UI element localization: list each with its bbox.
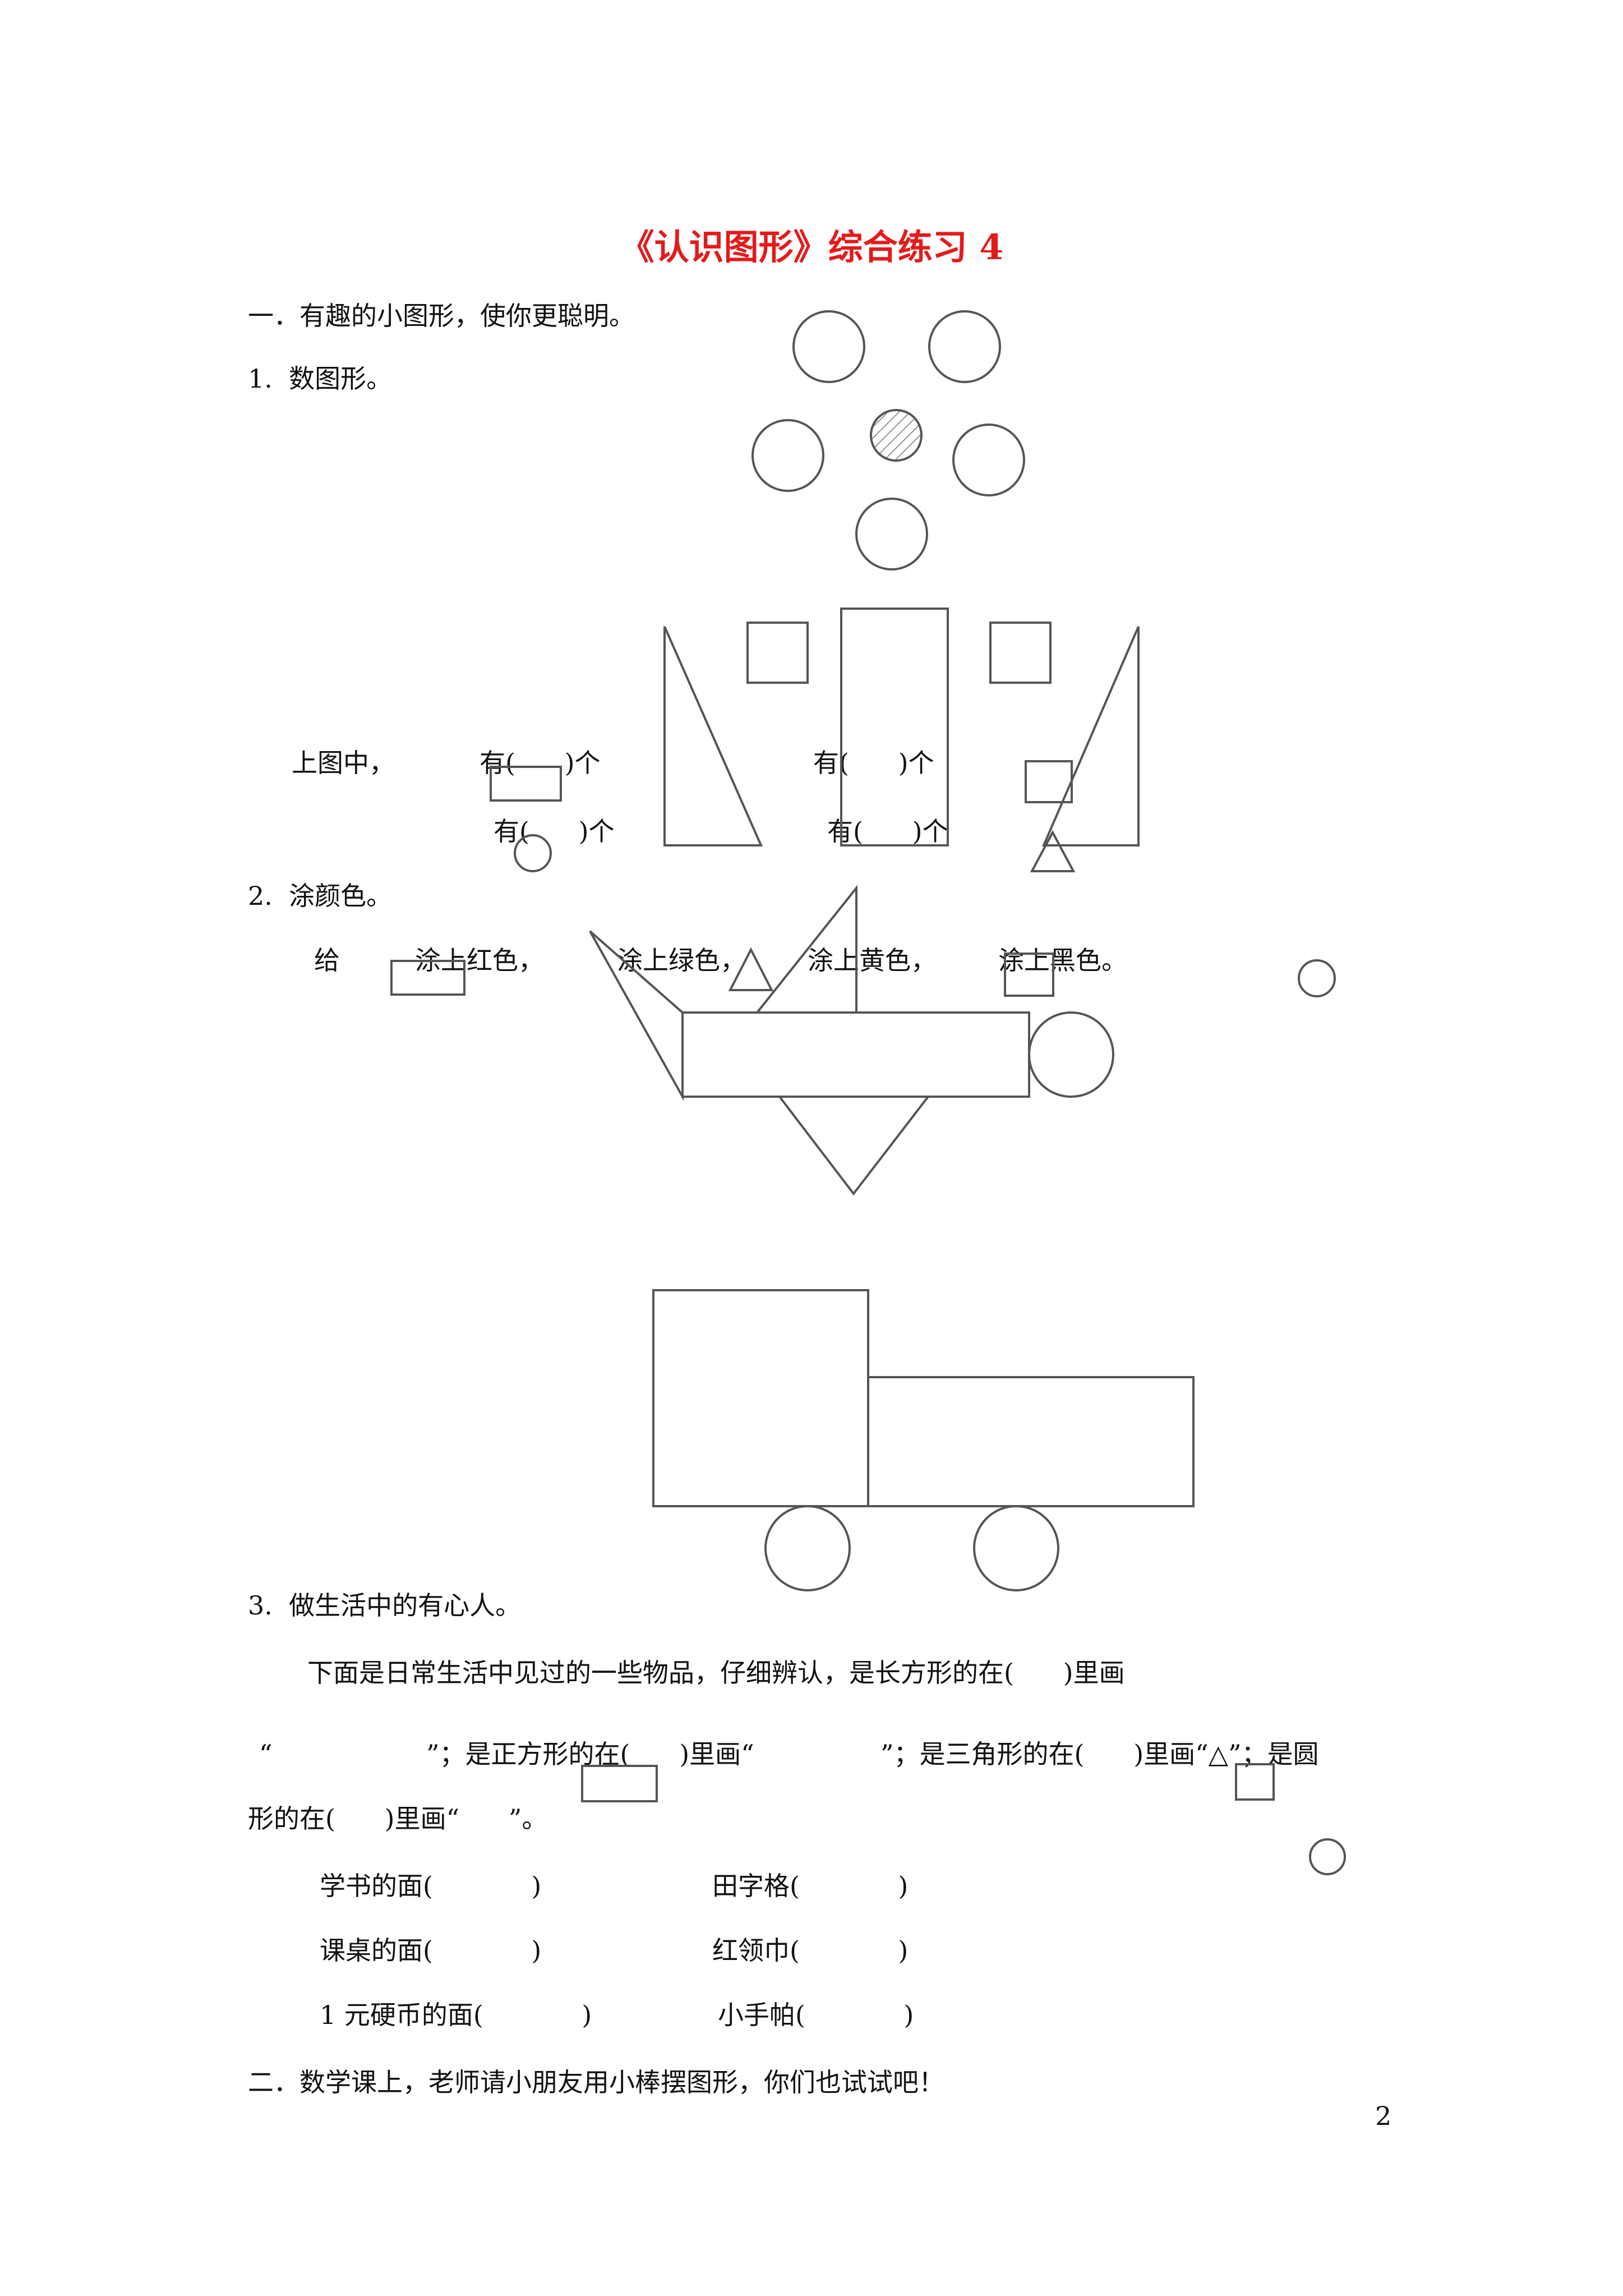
q2-square-icon <box>1005 954 1053 996</box>
q3-item-scarf: 红领巾( ) <box>712 1935 909 1966</box>
figure-triangle-right <box>1044 627 1138 845</box>
flower-circle-left <box>753 420 823 491</box>
q2-green: 涂上绿色， <box>617 945 746 976</box>
truck-cab-square <box>653 1290 868 1506</box>
plane-nose-circle <box>1029 1013 1113 1097</box>
truck-cargo-rectangle <box>868 1377 1193 1506</box>
q1-count-circle: 有( )个 <box>494 816 615 846</box>
q3-line2-a: “ <box>259 1739 273 1769</box>
legend-triangle-icon <box>1032 832 1073 871</box>
q2-yellow: 涂上黄色， <box>808 945 937 976</box>
q2-give: 给 <box>314 945 340 976</box>
page-title: 《认识图形》综合练习 4 <box>619 227 1004 268</box>
q3-item-grid: 田字格( ) <box>712 1871 909 1901</box>
q3-item-book: 学书的面( ) <box>320 1871 542 1901</box>
plane-wing-triangle <box>757 888 856 1013</box>
flower-circle-top-right <box>929 311 1000 382</box>
q1-count-triangle: 有( )个 <box>827 816 948 846</box>
truck-wheel-right <box>974 1506 1058 1590</box>
q2-triangle-icon <box>730 950 772 990</box>
flower-circle-center-hatched <box>871 410 921 461</box>
q2-label: 2. 涂颜色。 <box>248 881 393 911</box>
q1-count-rect: 有( )个 <box>479 748 601 778</box>
q3-rectangle-icon <box>582 1766 657 1801</box>
q3-intro: 下面是日常生活中见过的一些物品，仔细辨认，是长方形的在( )里画 <box>307 1658 1125 1688</box>
flower-circle-top-left <box>794 311 864 382</box>
legend-square-icon <box>1026 761 1072 802</box>
q2-rectangle-icon <box>391 961 464 995</box>
section1-heading: 一．有趣的小图形，使你更聪明。 <box>248 301 635 331</box>
figure-triangle-left <box>665 627 761 845</box>
q3-label: 3. 做生活中的有心人。 <box>248 1590 522 1621</box>
truck-wheel-left <box>766 1506 850 1590</box>
figure-square-right <box>990 623 1050 683</box>
section2-heading: 二．数学课上，老师请小朋友用小棒摆图形，你们也试试吧！ <box>248 2067 944 2097</box>
q2-circle-icon <box>1299 960 1335 996</box>
plane-tail-triangle <box>590 931 683 1097</box>
legend-circle-icon <box>515 835 551 871</box>
q3-line2-c: ”；是三角形的在( )里画“△”；是圆 <box>880 1739 1319 1769</box>
flower-circle-right <box>953 425 1024 495</box>
flower-circle-bottom <box>856 499 927 569</box>
q1-count-square: 有( )个 <box>813 748 934 778</box>
q3-line2-b: ”；是正方形的在( )里画“ <box>426 1739 754 1769</box>
q3-item-coin: 1 元硬币的面( ) <box>320 2000 592 2030</box>
figure-square-left <box>748 623 808 683</box>
q1-prefix: 上图中， <box>292 748 395 778</box>
q2-black: 涂上黑色。 <box>998 945 1127 976</box>
q1-label: 1. 数图形。 <box>248 364 393 394</box>
legend-rectangle-icon <box>491 767 561 800</box>
q3-item-desk: 课桌的面( ) <box>320 1935 542 1966</box>
q3-circle-icon <box>1310 1839 1345 1874</box>
q3-item-handkerchief: 小手帕( ) <box>718 2000 914 2030</box>
figure-tall-rectangle <box>841 609 948 845</box>
plane-lower-triangle <box>780 1097 928 1194</box>
q3-line3: 形的在( )里画“ ”。 <box>248 1803 548 1834</box>
q3-square-icon <box>1236 1764 1274 1800</box>
plane-body-rectangle <box>683 1013 1029 1097</box>
page-number: 2 <box>1375 2101 1392 2131</box>
